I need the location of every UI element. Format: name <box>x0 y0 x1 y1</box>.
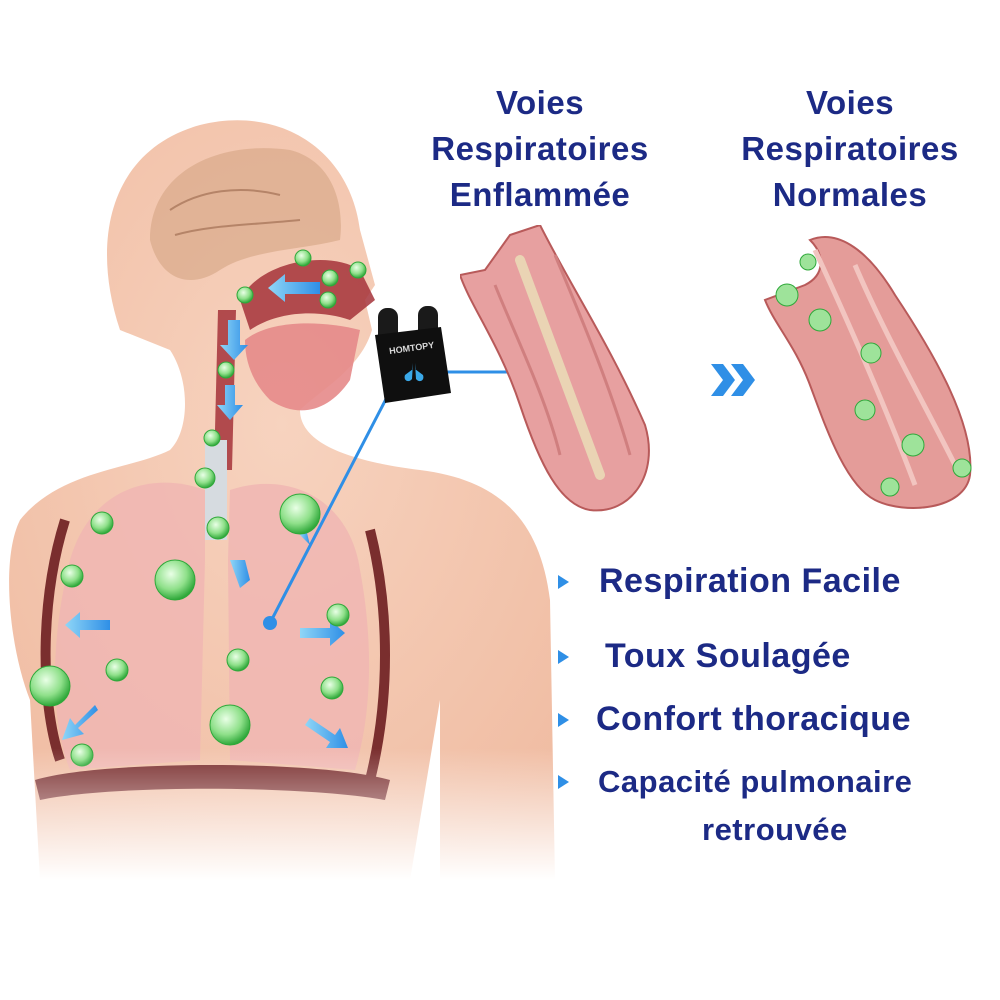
lungs-icon <box>404 363 424 382</box>
bullet-triangle-icon <box>558 775 569 789</box>
inflamed-airway-illustration <box>460 225 650 512</box>
heading-line: Respiratoires <box>741 130 959 167</box>
benefit-label: Toux Soulagée <box>605 637 851 675</box>
benefit-item: Toux Soulagée <box>558 637 851 676</box>
bullet-triangle-icon <box>558 649 569 664</box>
normal-airway-illustration <box>763 236 972 509</box>
bullet-triangle-icon <box>558 574 569 589</box>
benefit-item: Capacité pulmonaire <box>558 764 912 800</box>
heading-inflamed-airways: Voies Respiratoires Enflammée <box>405 80 675 218</box>
benefit-label: Capacité pulmonaire <box>598 764 913 799</box>
heading-line: Enflammée <box>449 176 631 213</box>
inhaler-device: HOMTOPY <box>373 305 453 407</box>
heading-line: Voies <box>495 84 585 121</box>
double-chevron-right-icon <box>711 364 755 396</box>
benefit-label: Respiration Facile <box>599 562 901 600</box>
heading-line: Respiratoires <box>431 130 649 167</box>
benefit-item: Confort thoracique <box>558 700 911 739</box>
heading-line: Normales <box>772 176 928 213</box>
heading-line: Voies <box>805 84 895 121</box>
benefit-item: Respiration Facile <box>558 562 901 601</box>
bullet-triangle-icon <box>558 712 569 727</box>
heading-normal-airways: Voies Respiratoires Normales <box>715 80 985 218</box>
benefit-label: Confort thoracique <box>596 700 911 738</box>
anatomy-illustration <box>0 0 560 880</box>
device-body <box>375 306 451 403</box>
benefit-label-continuation: retrouvée <box>702 812 848 847</box>
